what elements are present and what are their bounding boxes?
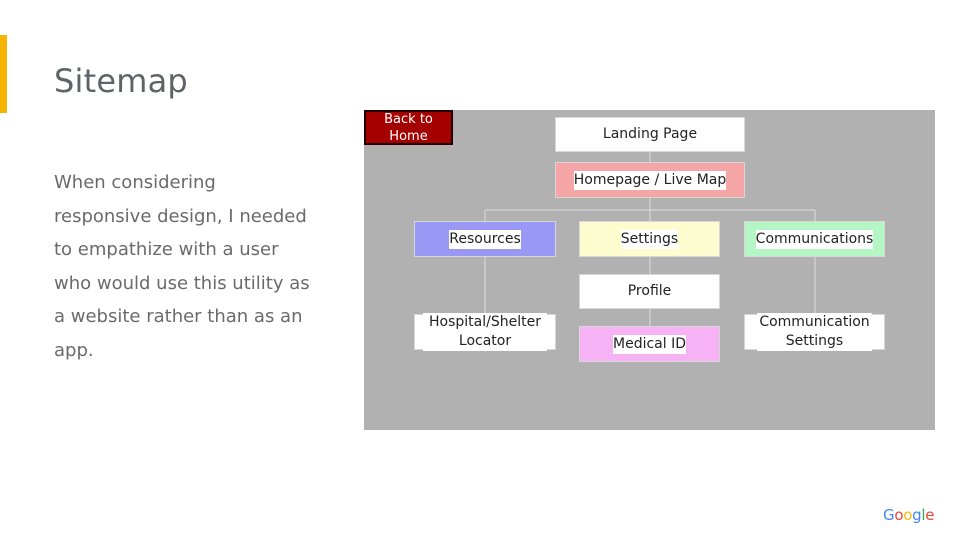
node-label: Communications [755,229,874,249]
logo-letter: g [912,506,922,524]
node-label: Resources [449,229,521,249]
logo-letter: G [883,506,895,524]
accent-bar [0,35,7,113]
node-label: Landing Page [602,125,698,144]
node-label: Communication Settings [757,313,872,351]
logo-letter: o [894,506,904,524]
node-communication-settings: Communication Settings [744,313,885,351]
node-label: Homepage / Live Map [573,170,727,190]
back-to-home-button[interactable]: Back to Home [364,110,453,145]
node-settings: Settings [579,221,720,257]
node-label: Hospital/Shelter Locator [423,313,547,351]
node-label: Settings [620,229,679,249]
node-hospital-shelter-locator: Hospital/Shelter Locator [414,313,556,351]
connector-lines [484,152,816,326]
logo-letter: e [925,506,935,524]
node-medical-id: Medical ID [579,326,720,362]
google-logo: Google [883,506,934,524]
node-resources: Resources [414,221,556,257]
body-text: When considering responsive design, I ne… [54,172,310,361]
node-homepage-live-map: Homepage / Live Map [555,162,745,198]
sitemap-panel: Back to Home Landing Page Homepage / Liv… [364,110,935,430]
node-communications: Communications [744,221,885,257]
node-landing-page: Landing Page [555,117,745,152]
logo-letter: l [921,506,926,524]
slide-title: Sitemap [54,62,188,100]
node-label: Medical ID [613,334,686,354]
logo-letter: o [903,506,913,524]
node-label: Profile [627,282,672,301]
node-profile: Profile [579,274,720,309]
